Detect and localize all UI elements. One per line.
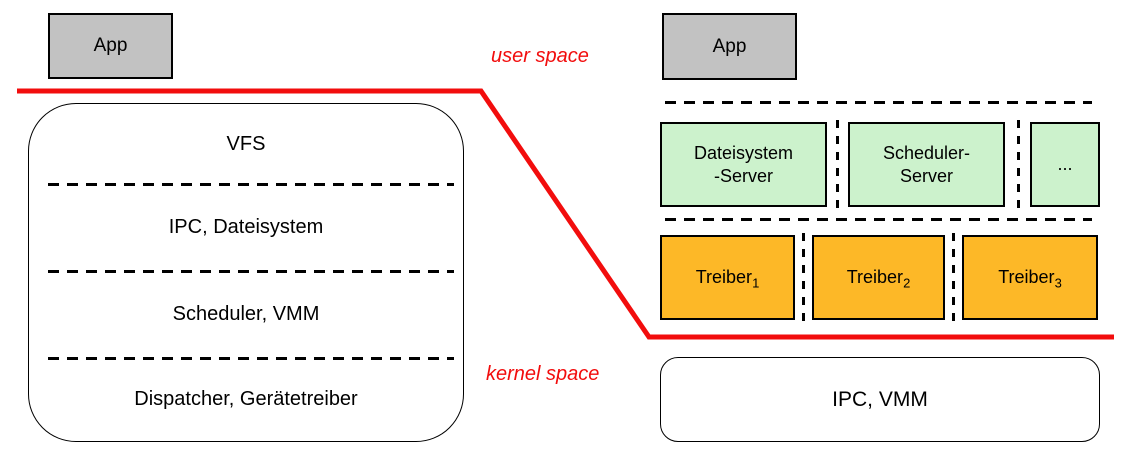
server-row-bottom-dashed-line [665,218,1092,221]
server-box-dateisystem: Dateisystem -Server [660,122,827,207]
microkernel-kernel-box: IPC, VMM [660,357,1100,442]
server-box-scheduler: Scheduler- Server [848,122,1005,207]
driver-box-treiber1: Treiber1 [660,235,795,320]
microkernel-app-box: App [662,13,797,80]
kernel-layer-vfs: VFS [226,132,266,155]
layer-divider-dashed-line [48,183,454,186]
monolithic-app-label: App [93,35,128,56]
monolithic-app-box: App [48,13,173,79]
server-label-dateisystem: Dateisystem -Server [693,143,794,186]
microkernel-kernel-label: IPC, VMM [832,387,928,411]
server-divider-dashed-line [1017,120,1020,209]
driver-box-treiber3: Treiber3 [962,235,1098,320]
monolithic-kernel-box: VFS IPC, Dateisystem Scheduler, VMM Disp… [28,103,464,442]
kernel-space-label: kernel space [486,363,600,385]
kernel-layer-scheduler-vmm: Scheduler, VMM [172,303,320,325]
layer-divider-dashed-line [48,357,454,360]
driver-label-treiber2: Treiber2 [846,267,911,291]
kernel-layer-dispatcher-geraetetreiber: Dispatcher, Gerätetreiber [134,387,358,410]
server-box-ellipsis: ... [1030,122,1100,207]
driver-label-treiber1: Treiber1 [695,267,760,291]
server-divider-dashed-line [836,120,839,209]
server-row-top-dashed-line [665,101,1092,104]
driver-divider-dashed-line [952,233,955,322]
microkernel-app-label: App [712,35,747,57]
layer-divider-dashed-line [48,270,454,273]
server-label-scheduler: Scheduler- Server [882,143,971,186]
driver-label-treiber3: Treiber3 [998,267,1062,291]
kernel-layer-ipc-dateisystem: IPC, Dateisystem [168,216,324,238]
user-space-label: user space [491,45,589,67]
driver-divider-dashed-line [802,233,805,322]
driver-box-treiber2: Treiber2 [812,235,945,320]
server-label-ellipsis: ... [1057,154,1073,175]
